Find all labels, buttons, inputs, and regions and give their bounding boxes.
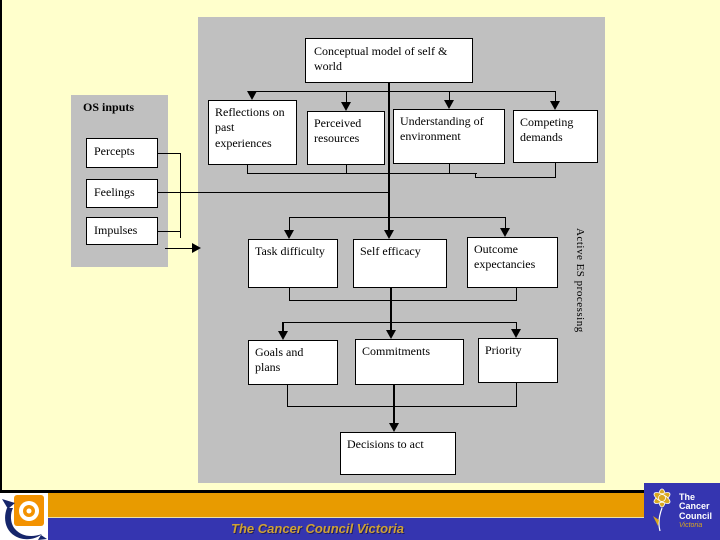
page-bottom-border (0, 490, 650, 493)
connector-stem (289, 218, 290, 230)
arrowhead-to-understanding (444, 100, 454, 109)
arrowhead-to-decisions (389, 423, 399, 432)
node-decisions-to-act: Decisions to act (340, 432, 456, 475)
page-left-border (0, 0, 2, 493)
connector-left-vertical (180, 153, 181, 238)
connector-stem-thick (388, 217, 390, 230)
connector-stem (449, 92, 450, 100)
connector-stub (247, 165, 248, 174)
footer-orange-bar (48, 493, 645, 517)
cc-logo-line3: Council (679, 510, 712, 521)
connector-distributor-mid (289, 217, 506, 218)
node-reflections: Reflections on past experiences (208, 100, 297, 165)
node-task-difficulty: Task difficulty (248, 239, 338, 288)
footer-title-bar: The Cancer Council Victoria (48, 517, 645, 540)
node-perceived-resources: Perceived resources (307, 111, 385, 165)
connector-stem (346, 92, 347, 103)
cc-logo-line1: The (679, 491, 696, 502)
connector-stub (346, 165, 347, 174)
cancer-council-logo-block: The Cancer Council Victoria (644, 483, 720, 540)
cc-logo-region: Victoria (679, 522, 703, 530)
connector-stub (287, 385, 288, 406)
arrowhead-to-priority (511, 329, 521, 338)
node-percepts: Percepts (86, 138, 158, 168)
connector-distributor-top (252, 91, 556, 92)
node-understanding-environment: Understanding of environment (393, 109, 505, 164)
arrowhead-os-to-diagram (192, 243, 201, 253)
daffodil-logo-icon (647, 485, 677, 538)
arrowhead-to-competing (550, 101, 560, 110)
arrowhead-to-perceived (341, 102, 351, 111)
cancer-council-swirl-logo-icon (1, 494, 47, 540)
connector-stem (555, 92, 556, 101)
connector-collector-lower-row (287, 406, 517, 407)
cc-logo-line2: Cancer (679, 501, 710, 512)
os-panel-title: OS inputs (83, 100, 135, 114)
node-feelings: Feelings (86, 179, 158, 208)
connector-stem-thick (282, 322, 284, 331)
connector-feelings (158, 192, 389, 193)
connector-main-vertical-mid (390, 288, 392, 322)
node-priority: Priority (478, 338, 558, 383)
node-competing-demands: Competing demands (513, 110, 598, 163)
connector-stem (516, 322, 517, 329)
connector-main-vertical-upper (388, 82, 390, 217)
arrowhead-to-self-efficacy (384, 230, 394, 239)
node-commitments: Commitments (355, 339, 464, 385)
connector-stub (555, 163, 556, 177)
connector-stem (505, 218, 506, 228)
arrowhead-to-outcome (500, 228, 510, 237)
connector-stem-thick (390, 322, 392, 330)
node-impulses: Impulses (86, 217, 158, 245)
arrowhead-to-task-difficulty (284, 230, 294, 239)
connector-distributor-lower (283, 322, 517, 323)
arrowhead-to-commitments (386, 330, 396, 339)
connector-collector-top-row (247, 173, 477, 174)
connector-collector-top-row-right (475, 177, 556, 178)
connector-join (475, 173, 476, 178)
arrowhead-to-goals (278, 331, 288, 340)
connector-os-arrow-stem (165, 248, 192, 249)
node-outcome-expectancies: Outcome expectancies (467, 237, 558, 288)
arrowhead-to-reflections (247, 91, 257, 100)
node-self-efficacy: Self efficacy (353, 239, 447, 288)
active-es-processing-label: Active ES processing (574, 228, 586, 333)
connector-stub (516, 383, 517, 406)
connector-main-vertical-lower (393, 385, 395, 424)
connector-stub (289, 288, 290, 300)
connector-stub (449, 164, 450, 174)
connector-percepts (158, 153, 180, 154)
node-goals-plans: Goals and plans (248, 340, 338, 385)
connector-stub (516, 288, 517, 300)
connector-collector-mid-row (289, 300, 517, 301)
connector-impulses (158, 231, 180, 232)
node-conceptual-model: Conceptual model of self & world (305, 38, 473, 83)
